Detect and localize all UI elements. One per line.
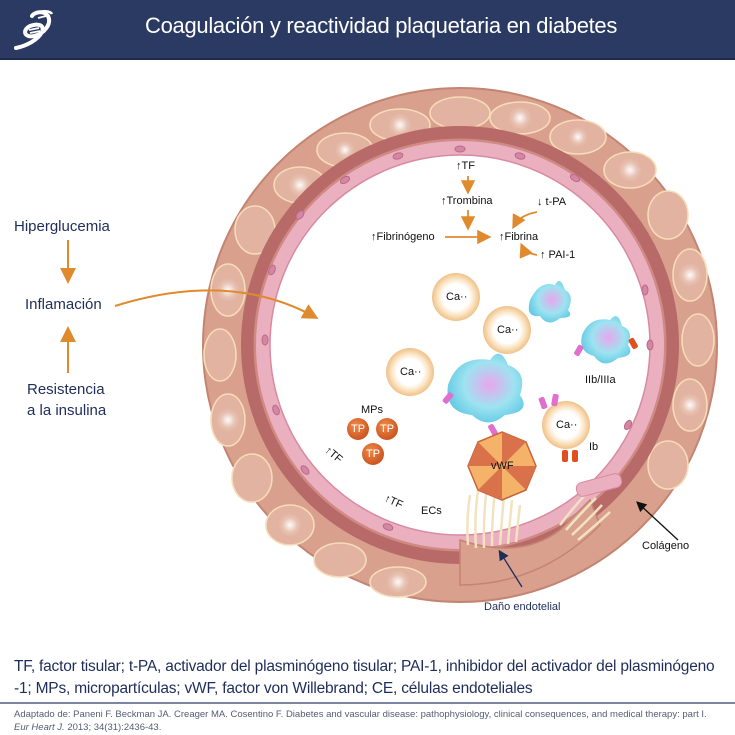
label-trombina: ↑Trombina [441,195,493,207]
label-hiperglucemia: Hiperglucemia [14,218,110,235]
label-tf: ↑TF [456,160,475,172]
label-ca-2: Ca·· [497,324,519,336]
label-ca-4: Ca·· [556,419,578,431]
resistencia-line1: Resistencia [27,381,105,398]
label-pai1: ↑ PAI-1 [540,249,576,261]
cascade-arrows [445,176,538,259]
label-fibrina: ↑Fibrina [499,231,539,243]
label-ib: Ib [589,441,599,453]
platelet-small [528,281,571,323]
citation-text: Adaptado de: Paneni F. Beckman JA. Creag… [14,709,707,720]
platelet-right [574,316,638,364]
microparticles [347,418,398,465]
platelets [442,281,638,462]
platelet-large [442,353,524,436]
label-ecs: ECs [421,505,442,517]
label-resistencia: Resistencia a la insulina [27,379,106,421]
header-bar: Coagulación y reactividad plaquetaria en… [0,0,735,60]
left-flow-arrows [60,240,319,373]
label-tp-2: TP [380,423,395,435]
citation-details: 2013; 34(31):2436-43. [64,722,162,733]
label-tp-1: TP [351,423,366,435]
citation-journal: Eur Heart J. [14,722,65,733]
label-ca-3: Ca·· [400,366,422,378]
label-dano-endotelial: Daño endotelial [484,601,561,613]
label-iib-iiia: IIb/IIIa [585,374,616,386]
vwf-multimer [467,431,537,501]
resistencia-line2: a la insulina [27,402,107,419]
label-colageno: Colágeno [642,540,690,552]
calcium-ions [386,273,590,449]
endothelial-nuclei [261,145,654,531]
abbreviation-legend: TF, factor tisular; t-PA, activador del … [14,658,715,697]
label-tpa: ↓ t-PA [537,196,567,208]
dano-pointer [498,549,523,588]
source-citation: Adaptado de: Paneni F. Beckman JA. Creag… [14,708,724,734]
vessel-diagram [0,60,735,640]
colageno-pointer [636,501,679,541]
footer-divider [0,702,735,704]
label-inflamacion: Inflamación [25,296,102,313]
vessel-illustration [60,87,718,603]
label-ca-1: Ca·· [446,291,468,303]
label-vwf: vWF [491,460,514,472]
label-mps: MPs [361,404,383,416]
endothelial-gap [459,498,601,586]
page-title: Coagulación y reactividad plaquetaria en… [145,13,618,38]
label-fibrinogeno: ↑Fibrinógeno [371,231,435,243]
label-tp-3: TP [366,448,381,460]
society-logo-icon [14,10,54,50]
